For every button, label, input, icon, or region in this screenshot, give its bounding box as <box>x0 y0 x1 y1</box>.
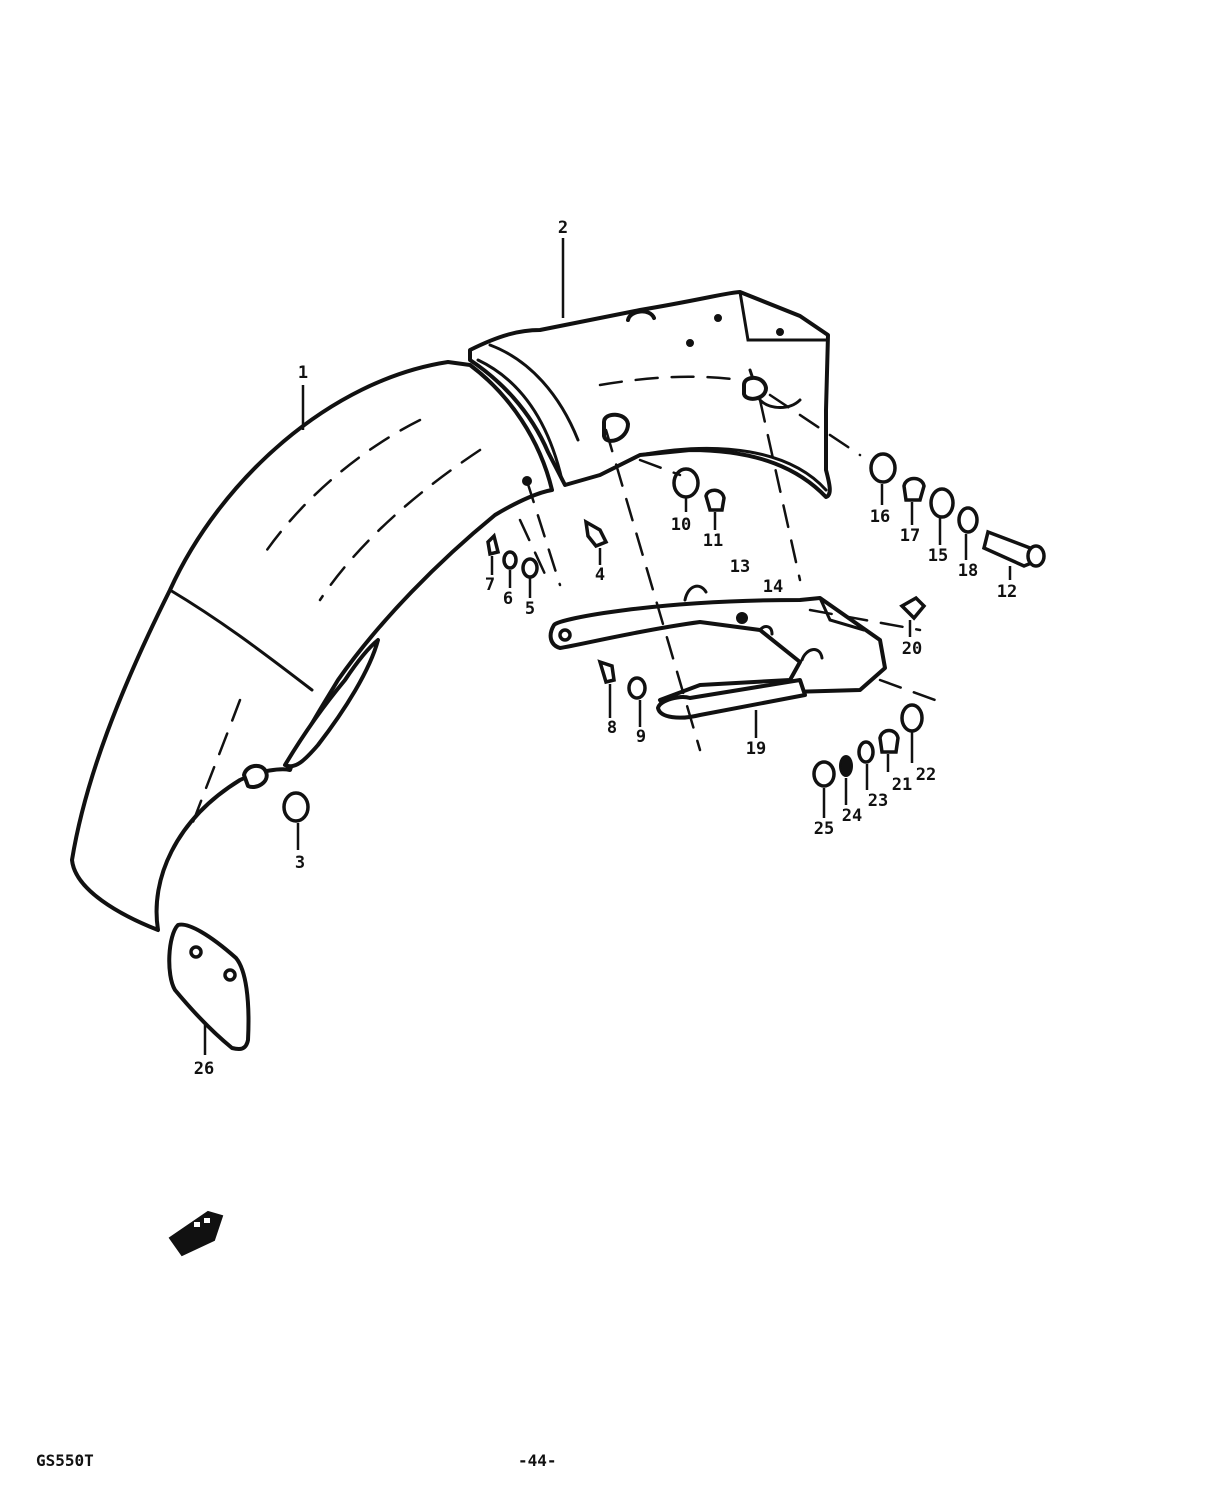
reflector-plate-part <box>167 922 251 1051</box>
washer-15-icon <box>929 487 955 519</box>
nut-5-icon <box>521 557 539 579</box>
callout-10: 10 <box>671 515 691 535</box>
collar-11-icon <box>704 488 726 512</box>
callout-14: 14 <box>763 577 783 597</box>
callout-26: 26 <box>194 1059 214 1079</box>
callout-2: 2 <box>558 218 568 238</box>
screw-7-icon <box>486 532 501 557</box>
grommet-3-icon <box>282 791 310 823</box>
washer-9-icon <box>627 676 647 700</box>
callout-13: 13 <box>730 557 750 577</box>
callout-5: 5 <box>525 599 535 619</box>
page-number: -44- <box>518 1451 557 1470</box>
callout-8: 8 <box>607 718 617 738</box>
callout-25: 25 <box>814 819 834 839</box>
fender-bracket-part <box>548 584 887 720</box>
bolt-8-icon <box>597 659 616 685</box>
callout-labels: 1 2 3 4 5 6 7 8 9 10 11 12 13 14 15 16 1… <box>194 218 1017 1079</box>
callout-17: 17 <box>900 526 920 546</box>
bolt-20-icon <box>899 595 927 621</box>
bolt-4-icon <box>583 518 609 549</box>
callout-3: 3 <box>295 853 305 873</box>
callout-leader-lines <box>203 238 1012 1055</box>
callout-24: 24 <box>842 806 862 826</box>
callout-15: 15 <box>928 546 948 566</box>
callout-18: 18 <box>958 561 978 581</box>
fender-front-section-part <box>468 290 832 499</box>
nut-18-icon <box>957 506 979 534</box>
cushion-25-icon <box>812 760 836 788</box>
callout-20: 20 <box>902 639 922 659</box>
callout-22: 22 <box>916 765 936 785</box>
washer-23-icon <box>857 740 875 764</box>
callout-6: 6 <box>503 589 513 609</box>
callout-7: 7 <box>485 575 495 595</box>
callout-11: 11 <box>703 531 723 551</box>
hardware-items <box>282 452 1046 823</box>
bolt-12-icon <box>981 529 1037 568</box>
washer-24-icon <box>839 755 853 777</box>
callout-4: 4 <box>595 565 605 585</box>
orientation-emblem-icon <box>168 1210 224 1257</box>
callout-1: 1 <box>298 363 308 383</box>
washer-6-icon <box>502 550 518 570</box>
callout-21: 21 <box>892 775 912 795</box>
nut-22-icon <box>900 703 924 733</box>
callout-9: 9 <box>636 727 646 747</box>
callout-19: 19 <box>746 739 766 759</box>
cushion-16-icon <box>869 452 897 484</box>
callout-23: 23 <box>868 791 888 811</box>
assembly-guide-lines <box>518 393 937 752</box>
callout-12: 12 <box>997 582 1017 602</box>
callout-16: 16 <box>870 507 890 527</box>
rear-fender-part <box>70 360 554 932</box>
collar-17-icon <box>902 476 926 502</box>
model-code: GS550T <box>36 1451 94 1470</box>
collar-21-icon <box>878 728 900 754</box>
